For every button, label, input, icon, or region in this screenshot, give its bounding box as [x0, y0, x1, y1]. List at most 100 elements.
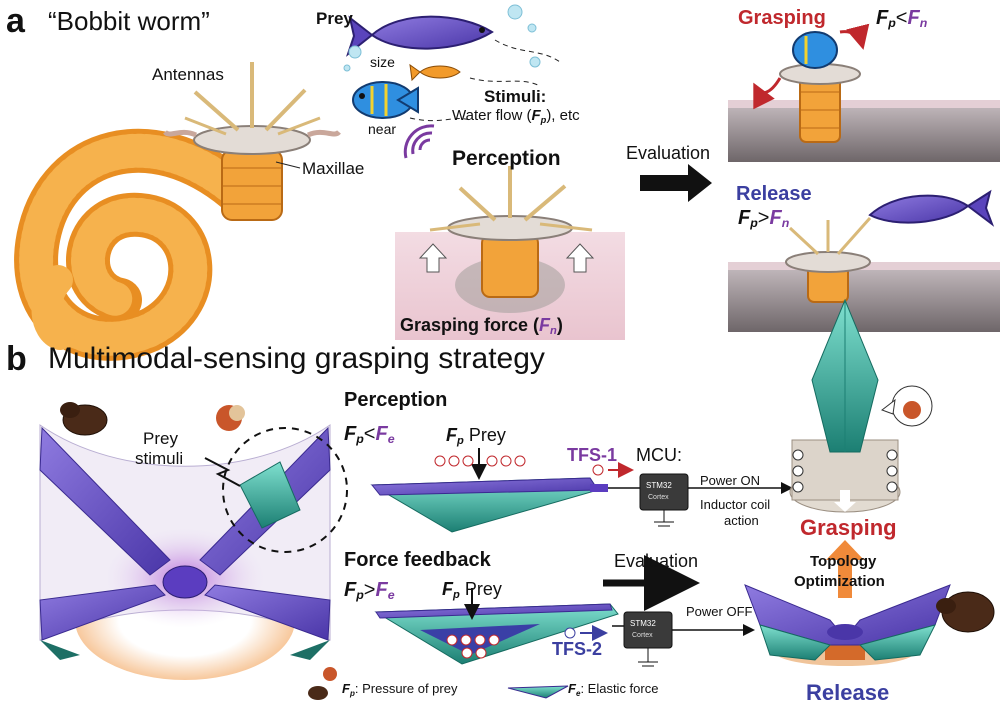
- stimuli-label: Stimuli:: [484, 87, 547, 106]
- grasping-force-text: Grasping force (: [400, 315, 540, 335]
- size-label: size: [370, 54, 395, 70]
- perception-condition: Fp<Fe: [344, 424, 395, 445]
- force-feedback-label: Force feedback: [344, 549, 491, 571]
- grasping-force-label: Grasping force (Fn): [400, 316, 563, 337]
- mcu-chip-text-top-1: STM32: [646, 481, 672, 490]
- water-bubbles: [343, 4, 541, 72]
- ff-cond-left-sub: p: [356, 588, 364, 602]
- perc-cond-right-sub: e: [387, 432, 395, 446]
- water-flow-line: [409, 117, 471, 122]
- force-feedback-condition: Fp>Fe: [344, 580, 395, 601]
- fp-prey2-symbol: F: [442, 579, 453, 599]
- water-flow-symbol: F: [531, 107, 541, 124]
- perc-cond-left: F: [344, 423, 357, 445]
- fp-prey-subscript: p: [457, 435, 464, 447]
- release-condition: Fp>Fn: [738, 208, 789, 229]
- topology-arrow-up: [826, 540, 864, 598]
- ff-cond-left: F: [344, 579, 357, 601]
- beetle-icon: [60, 402, 108, 436]
- water-flow-text: Water flow (: [452, 107, 532, 124]
- grasp-cond-right: F: [907, 7, 920, 29]
- beetle-icon: [936, 591, 995, 633]
- topology-label-2: Optimization: [794, 573, 885, 590]
- legend-fe-text: : Elastic force: [580, 681, 659, 696]
- grasping-force-end: ): [556, 315, 563, 335]
- power-on-label: Power ON: [700, 473, 760, 488]
- grasping-label-b: Grasping: [800, 515, 897, 540]
- grasp-condition: Fp<Fn: [876, 8, 927, 29]
- grasping-label-a: Grasping: [738, 7, 826, 29]
- mcu-chip-top: [608, 473, 793, 527]
- legend-fe: Fe: Elastic force: [568, 682, 658, 698]
- release-label-b: Release: [806, 680, 890, 705]
- prey-fish-blue: [352, 81, 419, 119]
- water-flow-line: [469, 77, 541, 87]
- perception-label-a: Perception: [452, 147, 561, 170]
- grasp-cond-right-sub: n: [919, 16, 928, 30]
- legend-fp-subscript: p: [349, 689, 355, 698]
- legend-fp-text: : Pressure of prey: [354, 681, 458, 696]
- fp-prey2-subscript: p: [453, 589, 460, 601]
- panel-b-letter: b: [6, 340, 27, 378]
- mcu-chip-bottom: [612, 611, 755, 667]
- gripper-grasping: [789, 298, 933, 513]
- fp-prey-symbol: F: [446, 425, 457, 445]
- perc-cond-left-sub: p: [356, 432, 364, 446]
- legend-elastic-icon: [507, 685, 569, 699]
- rel-cond-left-sub: p: [750, 216, 758, 230]
- legend-fp-symbol: F: [342, 681, 350, 696]
- bobbit-worm-body: [14, 128, 257, 361]
- fp-prey-text: Prey: [468, 425, 506, 445]
- mcu-label: MCU:: [636, 445, 682, 465]
- tfs1-label: TFS-1: [567, 445, 618, 465]
- prey-stimuli-label-2: stimuli: [135, 449, 184, 468]
- maxillae-pointer: [275, 161, 301, 169]
- wifi-signal-icon: [403, 124, 435, 159]
- panel-a-letter: a: [6, 2, 25, 40]
- rel-cond-operator: >: [757, 207, 770, 229]
- rel-cond-left: F: [738, 207, 751, 229]
- power-off-label: Power OFF: [686, 604, 753, 619]
- evaluation-label-b: Evaluation: [614, 551, 699, 571]
- inductor-label-2: action: [724, 513, 759, 528]
- rel-cond-right: F: [769, 207, 782, 229]
- legend-fe-subscript: e: [575, 689, 581, 698]
- perception-label-b: Perception: [344, 389, 448, 411]
- ff-cond-right-sub: e: [387, 588, 395, 602]
- perc-cond-right: F: [375, 423, 388, 445]
- mcu-chip-text-bottom-2: Cortex: [632, 632, 653, 639]
- gripper-device-left: [39, 424, 348, 680]
- water-flow-line: [494, 39, 561, 63]
- grasping-force-symbol: F: [539, 315, 551, 335]
- panel-a-title: “Bobbit worm”: [48, 6, 210, 36]
- bobbit-worm-head: [163, 62, 341, 221]
- coil-markers: [792, 449, 898, 493]
- grasp-cond-left: F: [876, 7, 889, 29]
- gripper-release: [744, 584, 951, 666]
- antennas-label: Antennas: [152, 65, 224, 84]
- near-label: near: [368, 121, 397, 137]
- perc-cond-operator: <: [363, 423, 376, 445]
- inductor-label-1: Inductor coil: [700, 497, 771, 512]
- maxillae-label: Maxillae: [302, 159, 365, 178]
- grasp-cond-left-sub: p: [888, 16, 896, 30]
- tfs2-sensor: [374, 588, 619, 665]
- water-flow-subscript: p: [540, 115, 547, 125]
- release-scene: [728, 189, 1000, 332]
- tfs2-label: TFS-2: [552, 639, 603, 659]
- grasping-force-subscript: n: [550, 325, 557, 337]
- release-label-a: Release: [736, 183, 812, 205]
- charge-symbols: [434, 455, 604, 476]
- panel-b-title: Multimodal-sensing grasping strategy: [48, 342, 545, 375]
- mcu-chip-text-bottom-1: STM32: [630, 619, 656, 628]
- mcu-chip-text-top-2: Cortex: [648, 494, 669, 501]
- fp-prey-label-bottom: Fp Prey: [442, 580, 502, 601]
- water-flow-end: ), etc: [546, 107, 580, 124]
- tfs1-sensor: [370, 448, 608, 533]
- prey-stimuli-label-1: Prey: [143, 429, 178, 448]
- fp-prey-label-top: Fp Prey: [446, 426, 506, 447]
- prey-fish-large: [345, 15, 494, 57]
- legend-fe-symbol: F: [568, 681, 576, 696]
- rel-cond-right-sub: n: [781, 216, 790, 230]
